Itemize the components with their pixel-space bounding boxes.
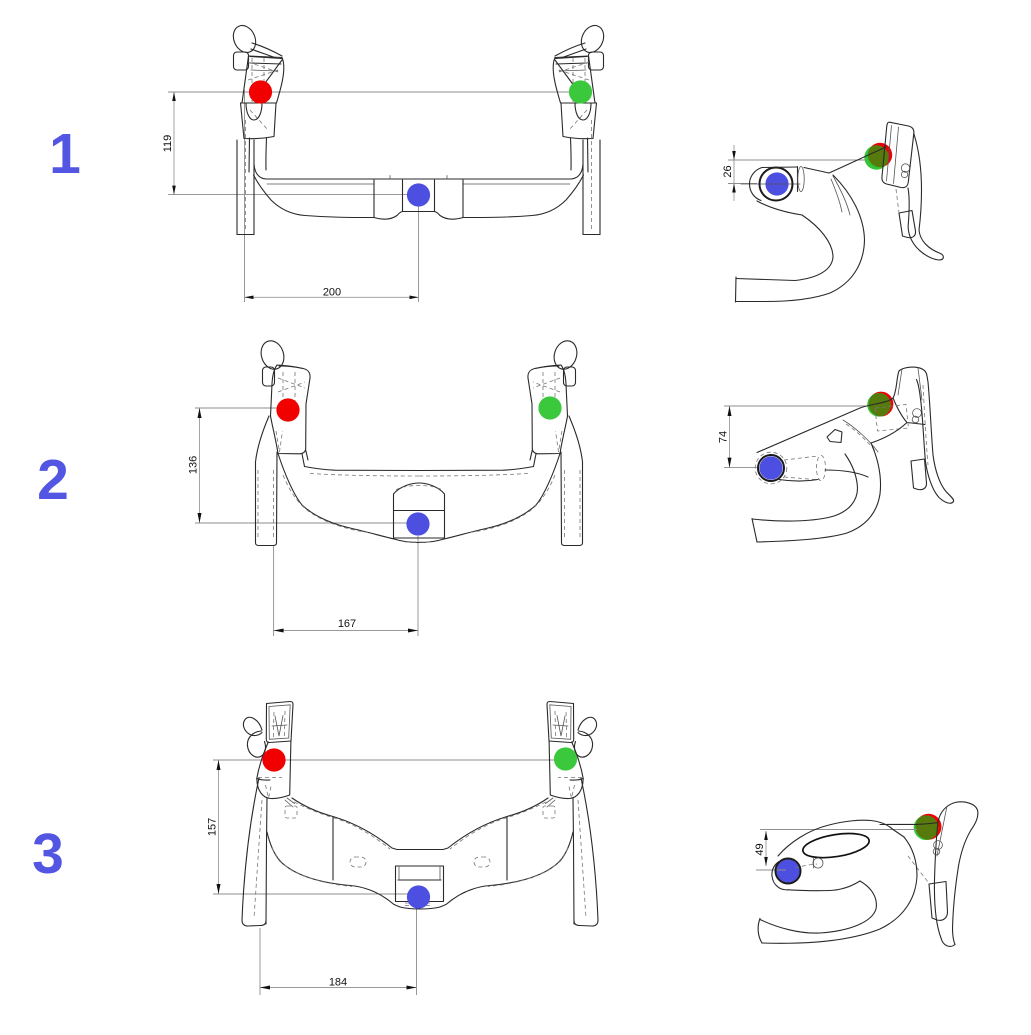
svg-text:3: 3 xyxy=(32,822,64,886)
svg-text:167: 167 xyxy=(338,618,356,630)
svg-text:119: 119 xyxy=(162,135,174,153)
svg-text:1: 1 xyxy=(49,122,81,186)
svg-text:184: 184 xyxy=(329,977,347,989)
svg-text:49: 49 xyxy=(754,843,766,855)
svg-text:26: 26 xyxy=(722,165,734,177)
svg-text:157: 157 xyxy=(207,818,219,836)
svg-text:2: 2 xyxy=(37,448,69,512)
svg-text:200: 200 xyxy=(323,286,341,298)
svg-text:74: 74 xyxy=(718,431,730,443)
svg-text:136: 136 xyxy=(188,456,200,474)
